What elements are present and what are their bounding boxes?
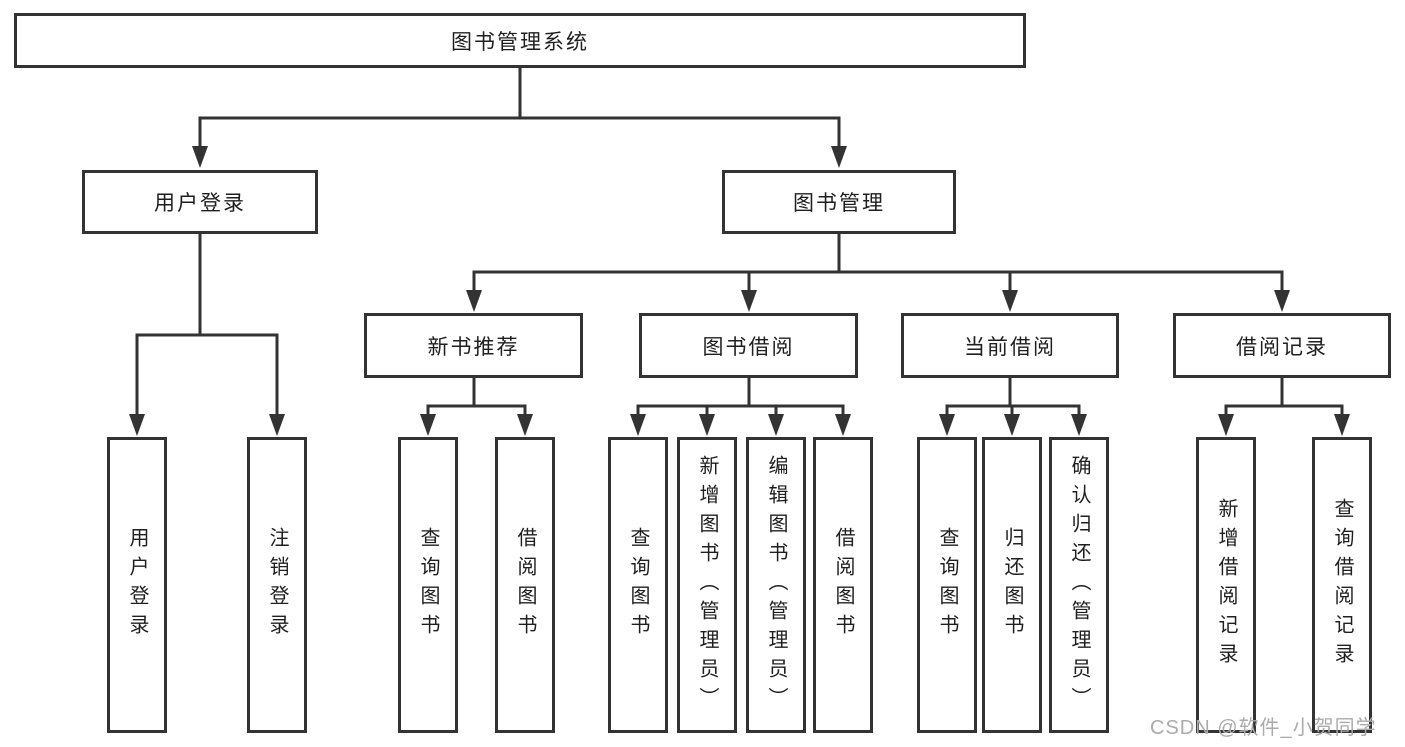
leaf-label: 借阅图书: [514, 527, 536, 643]
leaf-add-borrow-record: 新增借阅记录: [1196, 437, 1256, 733]
arrowhead-icon: [699, 414, 715, 436]
leaf-label: 查询图书: [417, 527, 439, 643]
arrowhead-icon: [1004, 414, 1020, 436]
leaf-label: 查询图书: [627, 527, 649, 643]
arrowhead-icon: [1002, 290, 1018, 312]
leaf-user-login: 用户登录: [107, 437, 167, 733]
leaf-label: 新增借阅记录: [1215, 498, 1237, 672]
leaf-logout: 注销登录: [247, 437, 307, 733]
leaf-confirm-return-admin: 确认归还（管理员）: [1049, 437, 1109, 733]
node-book-management: 图书管理: [722, 170, 956, 234]
leaf-query-books-recommend: 查询图书: [398, 437, 458, 733]
leaf-borrow-books: 借阅图书: [813, 437, 873, 733]
leaf-borrow-books-recommend: 借阅图书: [495, 437, 555, 733]
arrowhead-icon: [741, 290, 757, 312]
csdn-watermark: CSDN @软件_小贺同学: [1150, 717, 1377, 739]
leaf-label: 新增图书（管理员）: [696, 454, 718, 716]
arrowhead-icon: [1218, 414, 1234, 436]
connector-current-borrow-children: [939, 376, 1087, 436]
node-user-login: 用户登录: [82, 170, 318, 234]
node-current-borrow: 当前借阅: [901, 313, 1119, 378]
connector-borrow-records-children: [1218, 376, 1350, 436]
leaf-query-borrow-record: 查询借阅记录: [1312, 437, 1372, 733]
arrowhead-icon: [831, 146, 847, 168]
connector-new-book-rec-children: [420, 376, 533, 436]
node-borrow-records: 借阅记录: [1173, 313, 1391, 378]
leaf-label: 用户登录: [126, 527, 148, 643]
leaf-label: 确认归还（管理员）: [1068, 454, 1090, 716]
arrowhead-icon: [269, 414, 285, 436]
node-new-book-recommend: 新书推荐: [364, 313, 583, 378]
arrowhead-icon: [517, 414, 533, 436]
arrowhead-icon: [1334, 414, 1350, 436]
arrowhead-icon: [1071, 414, 1087, 436]
arrowhead-icon: [1274, 290, 1290, 312]
connector-book-management-children: [466, 232, 1290, 312]
connector-user-login-children: [129, 232, 285, 436]
node-book-borrow: 图书借阅: [639, 313, 858, 378]
arrowhead-icon: [129, 414, 145, 436]
arrowhead-icon: [835, 414, 851, 436]
leaf-label: 归还图书: [1001, 527, 1023, 643]
arrowhead-icon: [192, 146, 208, 168]
arrowhead-icon: [420, 414, 436, 436]
arrowhead-icon: [466, 290, 482, 312]
leaf-label: 借阅图书: [832, 527, 854, 643]
connector-root-to-level2: [192, 64, 847, 168]
leaf-edit-books-admin: 编辑图书（管理员）: [746, 437, 806, 733]
leaf-query-books-borrow: 查询图书: [608, 437, 668, 733]
connector-book-borrow-children: [630, 376, 851, 436]
leaf-query-books-current: 查询图书: [917, 437, 977, 733]
leaf-add-books-admin: 新增图书（管理员）: [677, 437, 737, 733]
node-root: 图书管理系统: [14, 13, 1026, 68]
leaf-label: 编辑图书（管理员）: [765, 454, 787, 716]
leaf-label: 查询图书: [936, 527, 958, 643]
leaf-return-books: 归还图书: [982, 437, 1042, 733]
leaf-label: 查询借阅记录: [1331, 498, 1353, 672]
arrowhead-icon: [630, 414, 646, 436]
arrowhead-icon: [939, 414, 955, 436]
leaf-label: 注销登录: [266, 527, 288, 643]
arrowhead-icon: [768, 414, 784, 436]
